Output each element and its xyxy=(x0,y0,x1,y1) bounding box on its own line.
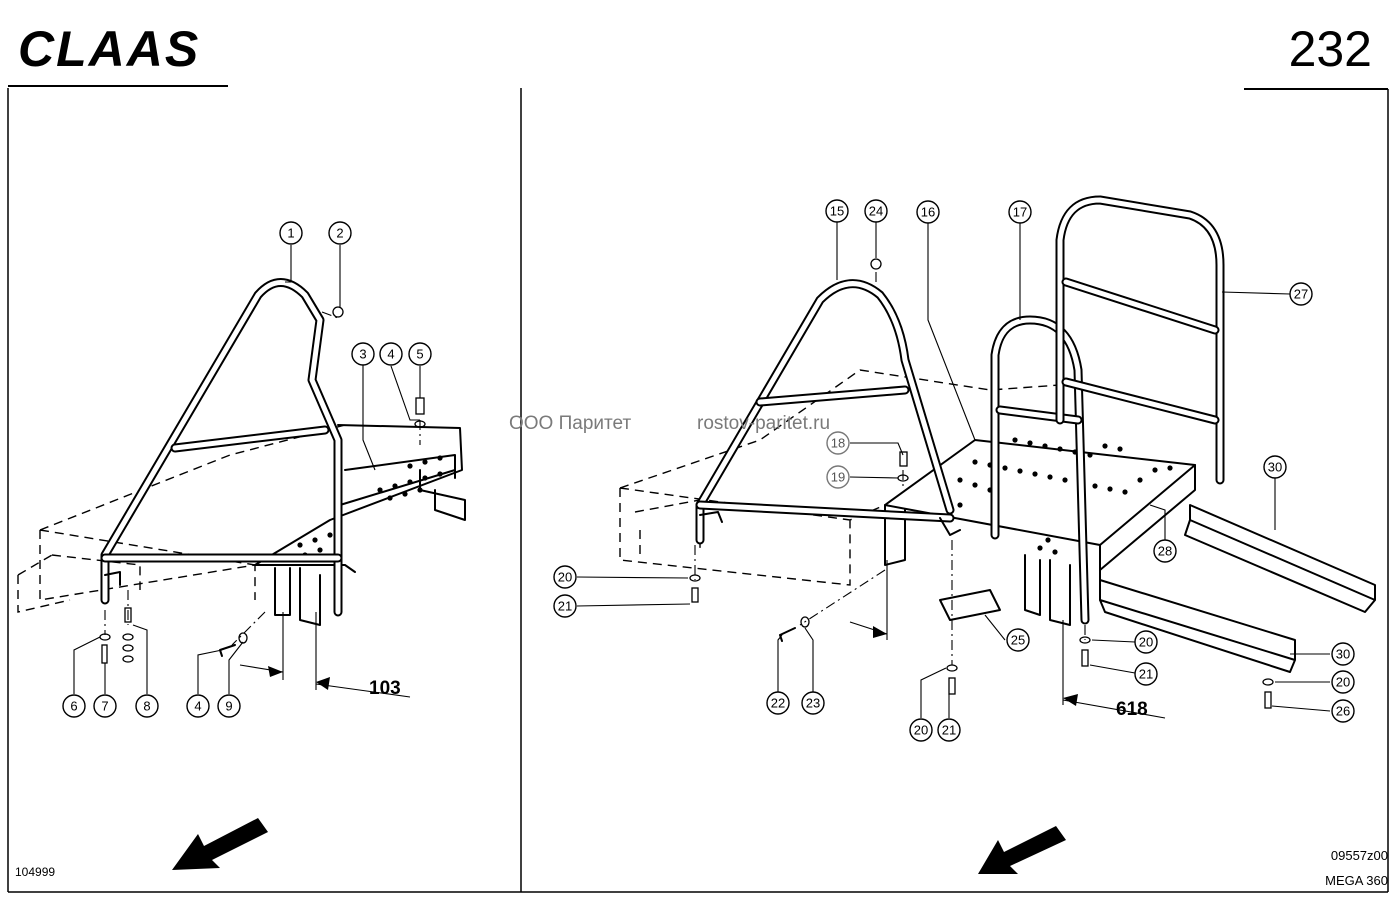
callout-26: 26 xyxy=(1331,699,1355,723)
callout-7: 7 xyxy=(93,694,117,718)
svg-text:20: 20 xyxy=(914,723,928,738)
svg-text:3: 3 xyxy=(359,347,366,362)
callout-4-top: 4 xyxy=(379,342,403,366)
callout-28: 28 xyxy=(1153,539,1177,563)
callout-16: 16 xyxy=(916,200,940,224)
callout-21-left: 21 xyxy=(553,594,577,618)
callout-30-bottom: 30 xyxy=(1331,642,1355,666)
callout-17: 17 xyxy=(1008,200,1032,224)
svg-text:9: 9 xyxy=(225,699,232,714)
callout-9: 9 xyxy=(217,694,241,718)
svg-text:8: 8 xyxy=(143,699,150,714)
svg-text:17: 17 xyxy=(1013,205,1027,220)
svg-text:16: 16 xyxy=(921,205,935,220)
left-assembly: 103 xyxy=(17,245,466,699)
callout-21-bottom: 21 xyxy=(937,718,961,742)
right-assembly: 618 xyxy=(576,195,1376,720)
callout-1: 1 xyxy=(279,221,303,245)
callout-19: 19 xyxy=(826,465,850,489)
svg-text:1: 1 xyxy=(287,226,294,241)
svg-text:7: 7 xyxy=(101,699,108,714)
svg-text:2: 2 xyxy=(336,226,343,241)
callout-20-right: 20 xyxy=(1331,670,1355,694)
callout-2: 2 xyxy=(328,221,352,245)
brand-logo: CLAAS xyxy=(8,21,228,87)
svg-text:21: 21 xyxy=(1139,667,1153,682)
dimension-618: 618 xyxy=(1116,699,1148,720)
svg-text:26: 26 xyxy=(1336,704,1350,719)
svg-text:15: 15 xyxy=(830,204,844,219)
svg-text:20: 20 xyxy=(558,570,572,585)
callout-8: 8 xyxy=(135,694,159,718)
svg-text:27: 27 xyxy=(1294,287,1308,302)
callout-27: 27 xyxy=(1289,282,1313,306)
svg-text:30: 30 xyxy=(1336,647,1350,662)
svg-text:28: 28 xyxy=(1158,544,1172,559)
callout-6: 6 xyxy=(62,694,86,718)
callout-3: 3 xyxy=(351,342,375,366)
direction-arrow-left xyxy=(172,818,268,870)
svg-text:21: 21 xyxy=(558,599,572,614)
callout-4-bottom: 4 xyxy=(186,694,210,718)
svg-text:5: 5 xyxy=(416,347,423,362)
deck-holes xyxy=(942,437,1173,555)
brand-logo-text: CLAAS xyxy=(18,21,200,77)
svg-text:23: 23 xyxy=(806,696,820,711)
svg-text:19: 19 xyxy=(831,470,845,485)
callout-21-mid: 21 xyxy=(1134,662,1158,686)
callout-24: 24 xyxy=(864,199,888,223)
svg-text:22: 22 xyxy=(771,696,785,711)
callout-5: 5 xyxy=(408,342,432,366)
svg-text:4: 4 xyxy=(194,699,201,714)
model-name: MEGA 360 xyxy=(1325,873,1388,888)
svg-text:30: 30 xyxy=(1268,460,1282,475)
callout-20-bottom: 20 xyxy=(909,718,933,742)
svg-text:20: 20 xyxy=(1336,675,1350,690)
callout-23: 23 xyxy=(801,691,825,715)
svg-text:4: 4 xyxy=(387,347,394,362)
direction-arrow-right xyxy=(978,826,1066,874)
page-number: 232 xyxy=(1289,21,1372,77)
watermark-company: ООО Паритет xyxy=(509,413,631,434)
watermark-site: rostov-paritet.ru xyxy=(697,413,830,434)
left-code: 104999 xyxy=(15,865,55,879)
svg-text:20: 20 xyxy=(1139,635,1153,650)
callout-18: 18 xyxy=(826,431,850,455)
dimension-103: 103 xyxy=(369,678,401,699)
drawing-code: 09557z00 xyxy=(1331,848,1388,863)
svg-text:18: 18 xyxy=(831,436,845,451)
callout-25: 25 xyxy=(1006,628,1030,652)
svg-text:21: 21 xyxy=(942,723,956,738)
callout-30-top: 30 xyxy=(1263,455,1287,479)
callout-20-mid: 20 xyxy=(1134,630,1158,654)
svg-text:24: 24 xyxy=(869,204,883,219)
callout-22: 22 xyxy=(766,691,790,715)
svg-text:25: 25 xyxy=(1011,633,1025,648)
svg-text:6: 6 xyxy=(70,699,77,714)
callout-20-left: 20 xyxy=(553,565,577,589)
callout-15: 15 xyxy=(825,199,849,223)
